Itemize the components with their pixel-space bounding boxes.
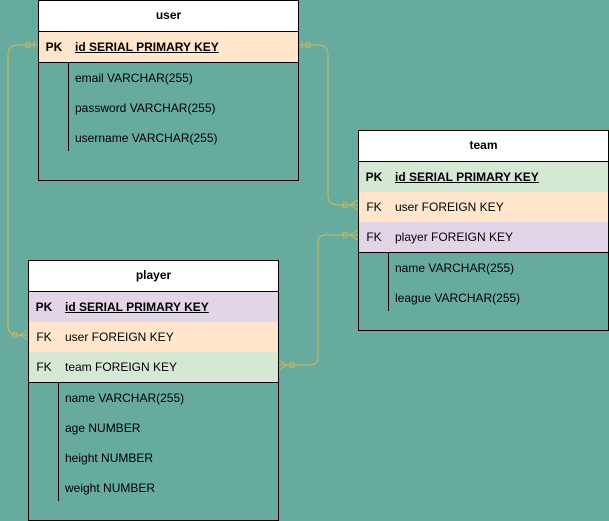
pk-label: PK xyxy=(45,40,63,54)
pk-field: id SERIAL PRIMARY KEY xyxy=(395,170,539,184)
field-height: height NUMBER xyxy=(65,451,154,465)
entity-title: team xyxy=(359,131,608,162)
field-row[interactable]: password VARCHAR(255) xyxy=(39,93,298,123)
field-age: age NUMBER xyxy=(65,421,141,435)
fk-label: FK xyxy=(36,330,52,344)
field-row[interactable]: age NUMBER xyxy=(29,413,278,443)
field-weight: weight NUMBER xyxy=(65,481,156,495)
foreign-key-row[interactable]: FK player FOREIGN KEY xyxy=(359,222,608,253)
connector-team-player xyxy=(279,234,358,366)
fk-field-team: team FOREIGN KEY xyxy=(65,360,178,374)
foreign-key-row[interactable]: FK team FOREIGN KEY xyxy=(29,352,278,383)
column-divider xyxy=(68,62,69,151)
field-row[interactable]: email VARCHAR(255) xyxy=(39,63,298,93)
fk-label: FK xyxy=(36,360,52,374)
column-divider xyxy=(58,382,59,501)
entity-player[interactable]: player PK id SERIAL PRIMARY KEY FK user … xyxy=(28,260,279,521)
entity-team[interactable]: team PK id SERIAL PRIMARY KEY FK user FO… xyxy=(358,130,609,331)
foreign-key-row[interactable]: FK user FOREIGN KEY xyxy=(29,322,278,352)
foreign-key-row[interactable]: FK user FOREIGN KEY xyxy=(359,192,608,222)
fk-label: FK xyxy=(366,230,382,244)
field-name: name VARCHAR(255) xyxy=(395,261,515,275)
field-row[interactable]: height NUMBER xyxy=(29,443,278,473)
field-email: email VARCHAR(255) xyxy=(75,71,193,85)
field-name: name VARCHAR(255) xyxy=(65,391,185,405)
field-league: league VARCHAR(255) xyxy=(395,291,521,305)
pk-label: PK xyxy=(35,300,53,314)
primary-key-row[interactable]: PK id SERIAL PRIMARY KEY xyxy=(39,32,298,63)
fk-field-player: player FOREIGN KEY xyxy=(395,230,514,244)
pk-field: id SERIAL PRIMARY KEY xyxy=(65,300,209,314)
field-row[interactable]: league VARCHAR(255) xyxy=(359,283,608,313)
entity-title: player xyxy=(29,261,278,292)
column-divider xyxy=(388,252,389,311)
field-row[interactable]: username VARCHAR(255) xyxy=(39,123,298,153)
field-row[interactable]: name VARCHAR(255) xyxy=(359,253,608,283)
field-row[interactable]: weight NUMBER xyxy=(29,473,278,503)
pk-field: id SERIAL PRIMARY KEY xyxy=(75,40,219,54)
fk-label: FK xyxy=(366,200,382,214)
primary-key-row[interactable]: PK id SERIAL PRIMARY KEY xyxy=(29,292,278,322)
pk-label: PK xyxy=(365,170,383,184)
fk-field-user: user FOREIGN KEY xyxy=(65,330,174,344)
primary-key-row[interactable]: PK id SERIAL PRIMARY KEY xyxy=(359,162,608,192)
field-password: password VARCHAR(255) xyxy=(75,101,216,115)
entity-title: user xyxy=(39,1,298,32)
field-username: username VARCHAR(255) xyxy=(75,131,218,145)
fk-field-user: user FOREIGN KEY xyxy=(395,200,504,214)
connector-user-team xyxy=(298,44,358,206)
entity-user[interactable]: user PK id SERIAL PRIMARY KEY email VARC… xyxy=(38,0,299,181)
connector-user-player xyxy=(7,44,38,336)
field-row[interactable]: name VARCHAR(255) xyxy=(29,383,278,413)
